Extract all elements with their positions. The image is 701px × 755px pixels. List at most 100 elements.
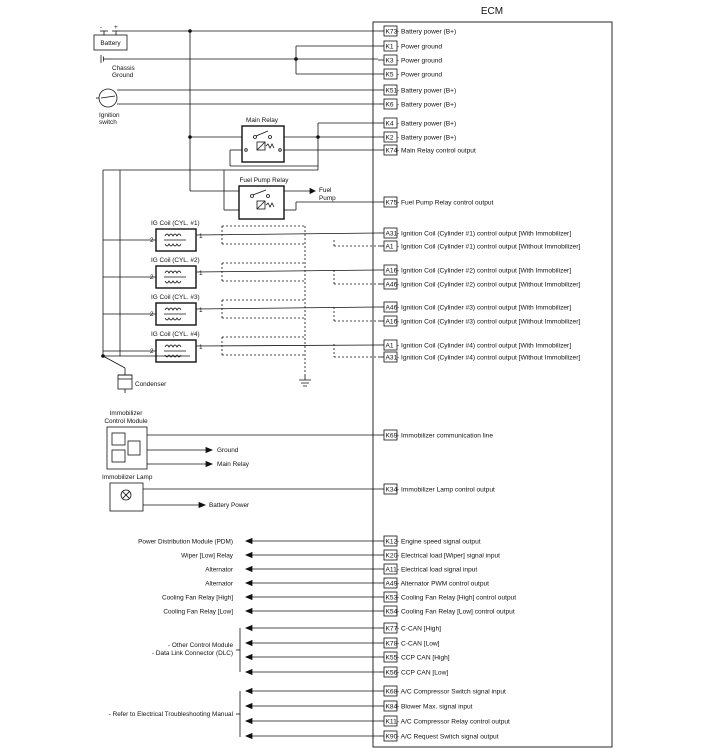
coil-pin-2: 2 — [150, 311, 154, 318]
pin-description: - Main Relay control output — [397, 147, 476, 154]
arrow-icon — [198, 501, 207, 509]
ignition-switch-label-2: switch — [99, 119, 117, 126]
ecm-pin-list: K73 - Battery power (B+) K1 - Power groun… — [378, 25, 580, 742]
output-wire — [244, 639, 378, 647]
pin-row: K55 - CCP CAN [High] — [378, 651, 450, 663]
ignition-coil: IG Coil (CYL. #1)21 — [103, 220, 379, 252]
pin-row: A1 - Ignition Coil (Cylinder #1) control… — [378, 240, 580, 252]
pin-id: K55 — [386, 654, 398, 661]
pin-description: - CCP CAN [High] — [397, 654, 450, 661]
output-target-label: Wiper [Low] Relay — [181, 552, 234, 559]
pin-row: K68 - A/C Compressor Switch signal input — [378, 685, 506, 697]
pin-id: K5 — [386, 71, 394, 78]
pin-row: K84 - Blower Max. signal input — [378, 700, 473, 712]
pin-description: - CCP CAN [Low] — [397, 669, 448, 676]
ig-coil-label: IG Coil (CYL. #3) — [151, 294, 200, 301]
pin-row: K2 - Battery power (B+) — [378, 131, 456, 143]
pin-description: - Fuel Pump Relay control output — [397, 199, 494, 206]
pin-id: K2 — [386, 134, 394, 141]
pin-row: K78 - C-CAN [Low] — [378, 637, 440, 649]
output-wire — [244, 624, 378, 632]
pin-description: - Ignition Coil (Cylinder #4) control ou… — [397, 354, 580, 361]
output-wire — [244, 668, 378, 676]
pin-id: K77 — [386, 625, 398, 632]
pin-id: K3 — [386, 57, 394, 64]
output-target-label: Alternator — [205, 566, 234, 573]
arrow-icon — [244, 607, 253, 615]
pin-row: K12 - Engine speed signal output — [378, 535, 481, 547]
pin-description: - A/C Compressor Relay control output — [397, 718, 510, 725]
pin-id: A46 — [386, 304, 398, 311]
pin-id: A16 — [386, 318, 398, 325]
battery-power-label: Battery Power — [209, 502, 250, 509]
pin-id: K54 — [386, 608, 398, 615]
pin-description: - Engine speed signal output — [397, 538, 481, 545]
pin-description: - Battery power (B+) — [397, 120, 456, 127]
pin-description: - Battery power (B+) — [397, 28, 456, 35]
pin-row: A1 - Ignition Coil (Cylinder #4) control… — [378, 339, 571, 351]
ecm-outputs: Power Distribution Module (PDM)Wiper [Lo… — [138, 537, 378, 740]
pin-row: K11 - A/C Compressor Relay control outpu… — [378, 715, 510, 727]
chassis-ground-icon — [100, 55, 112, 63]
battery-plus-label: + — [114, 24, 118, 31]
immobilizer-module — [106, 426, 148, 470]
pin-description: - Ignition Coil (Cylinder #1) control ou… — [397, 230, 571, 237]
pin-description: - A/C Compressor Switch signal input — [397, 688, 506, 695]
pin-id: K6 — [386, 101, 394, 108]
pin-description: - Ignition Coil (Cylinder #2) control ou… — [397, 267, 571, 274]
pin-row: A49 - Alternator PWM control output — [378, 577, 489, 589]
pin-id: K90 — [386, 733, 398, 740]
ignition-coil: IG Coil (CYL. #2)21 — [103, 257, 379, 289]
output-wire: Alternator — [205, 579, 378, 587]
pin-row: A16 - Ignition Coil (Cylinder #3) contro… — [378, 315, 580, 327]
pin-description: - Power ground — [397, 57, 442, 64]
fuel-pump-label-1: Fuel — [319, 187, 331, 194]
pin-description: - C-CAN [Low] — [397, 640, 440, 647]
ig-coil-label: IG Coil (CYL. #4) — [151, 331, 200, 338]
main-relay-label: Main Relay — [246, 117, 279, 124]
pin-row: K75 - Fuel Pump Relay control output — [378, 196, 494, 208]
pin-row: K74 - Main Relay control output — [378, 144, 476, 156]
pin-description: - Ignition Coil (Cylinder #3) control ou… — [397, 318, 580, 325]
output-target-label: Cooling Fan Relay [High] — [162, 594, 233, 601]
output-wire — [244, 653, 378, 661]
output-wire: Wiper [Low] Relay — [181, 551, 378, 559]
output-target-label: Cooling Fan Relay [Low] — [163, 608, 233, 615]
pin-row: A46 - Ignition Coil (Cylinder #3) contro… — [378, 301, 571, 313]
pin-id: K68 — [386, 688, 398, 695]
ecm-box — [372, 21, 613, 748]
pin-row: K90 - A/C Request Switch signal output — [378, 730, 499, 742]
pin-id: K1 — [386, 43, 394, 50]
pin-description: - Cooling Fan Relay [Low] control output — [397, 608, 515, 615]
ignition-coil: IG Coil (CYL. #4)21 — [103, 331, 379, 363]
pin-description: - Electrical load signal input — [397, 566, 477, 573]
output-wire: Cooling Fan Relay [High] — [162, 593, 378, 601]
pin-id: K69 — [386, 432, 398, 439]
pin-description: - Ignition Coil (Cylinder #1) control ou… — [397, 243, 580, 250]
battery-minus-label: - — [100, 24, 102, 31]
pin-id: K12 — [386, 538, 398, 545]
coil-pin-2: 2 — [150, 274, 154, 281]
ac-label: - Refer to Electrical Troubleshooting Ma… — [109, 711, 233, 718]
pin-id: K11 — [386, 718, 398, 725]
pin-id: K53 — [386, 594, 398, 601]
pin-row: K51 - Battery power (B+) — [378, 84, 456, 96]
pin-id: A1 — [386, 342, 394, 349]
immobilizer-lamp-label: Immobilizer Lamp — [102, 474, 153, 481]
coil-pin-2: 2 — [150, 348, 154, 355]
ecm-title: ECM — [481, 6, 503, 17]
pin-description: - Battery power (B+) — [397, 87, 456, 94]
coil-pin-1: 1 — [199, 307, 203, 314]
pin-row: K4 - Battery power (B+) — [378, 117, 456, 129]
pin-row: K3 - Power ground — [378, 54, 442, 66]
pin-id: K84 — [386, 703, 398, 710]
arrow-icon — [244, 551, 253, 559]
fuel-pump-relay-label: Fuel Pump Relay — [239, 177, 289, 184]
shield-lines — [221, 225, 335, 375]
arrow-icon — [244, 565, 253, 573]
pin-id: K34 — [386, 486, 398, 493]
pin-row: K73 - Battery power (B+) — [378, 25, 456, 37]
arrow-icon — [244, 537, 253, 545]
pin-id: A46 — [386, 281, 398, 288]
immobilizer-lamp — [109, 482, 144, 512]
